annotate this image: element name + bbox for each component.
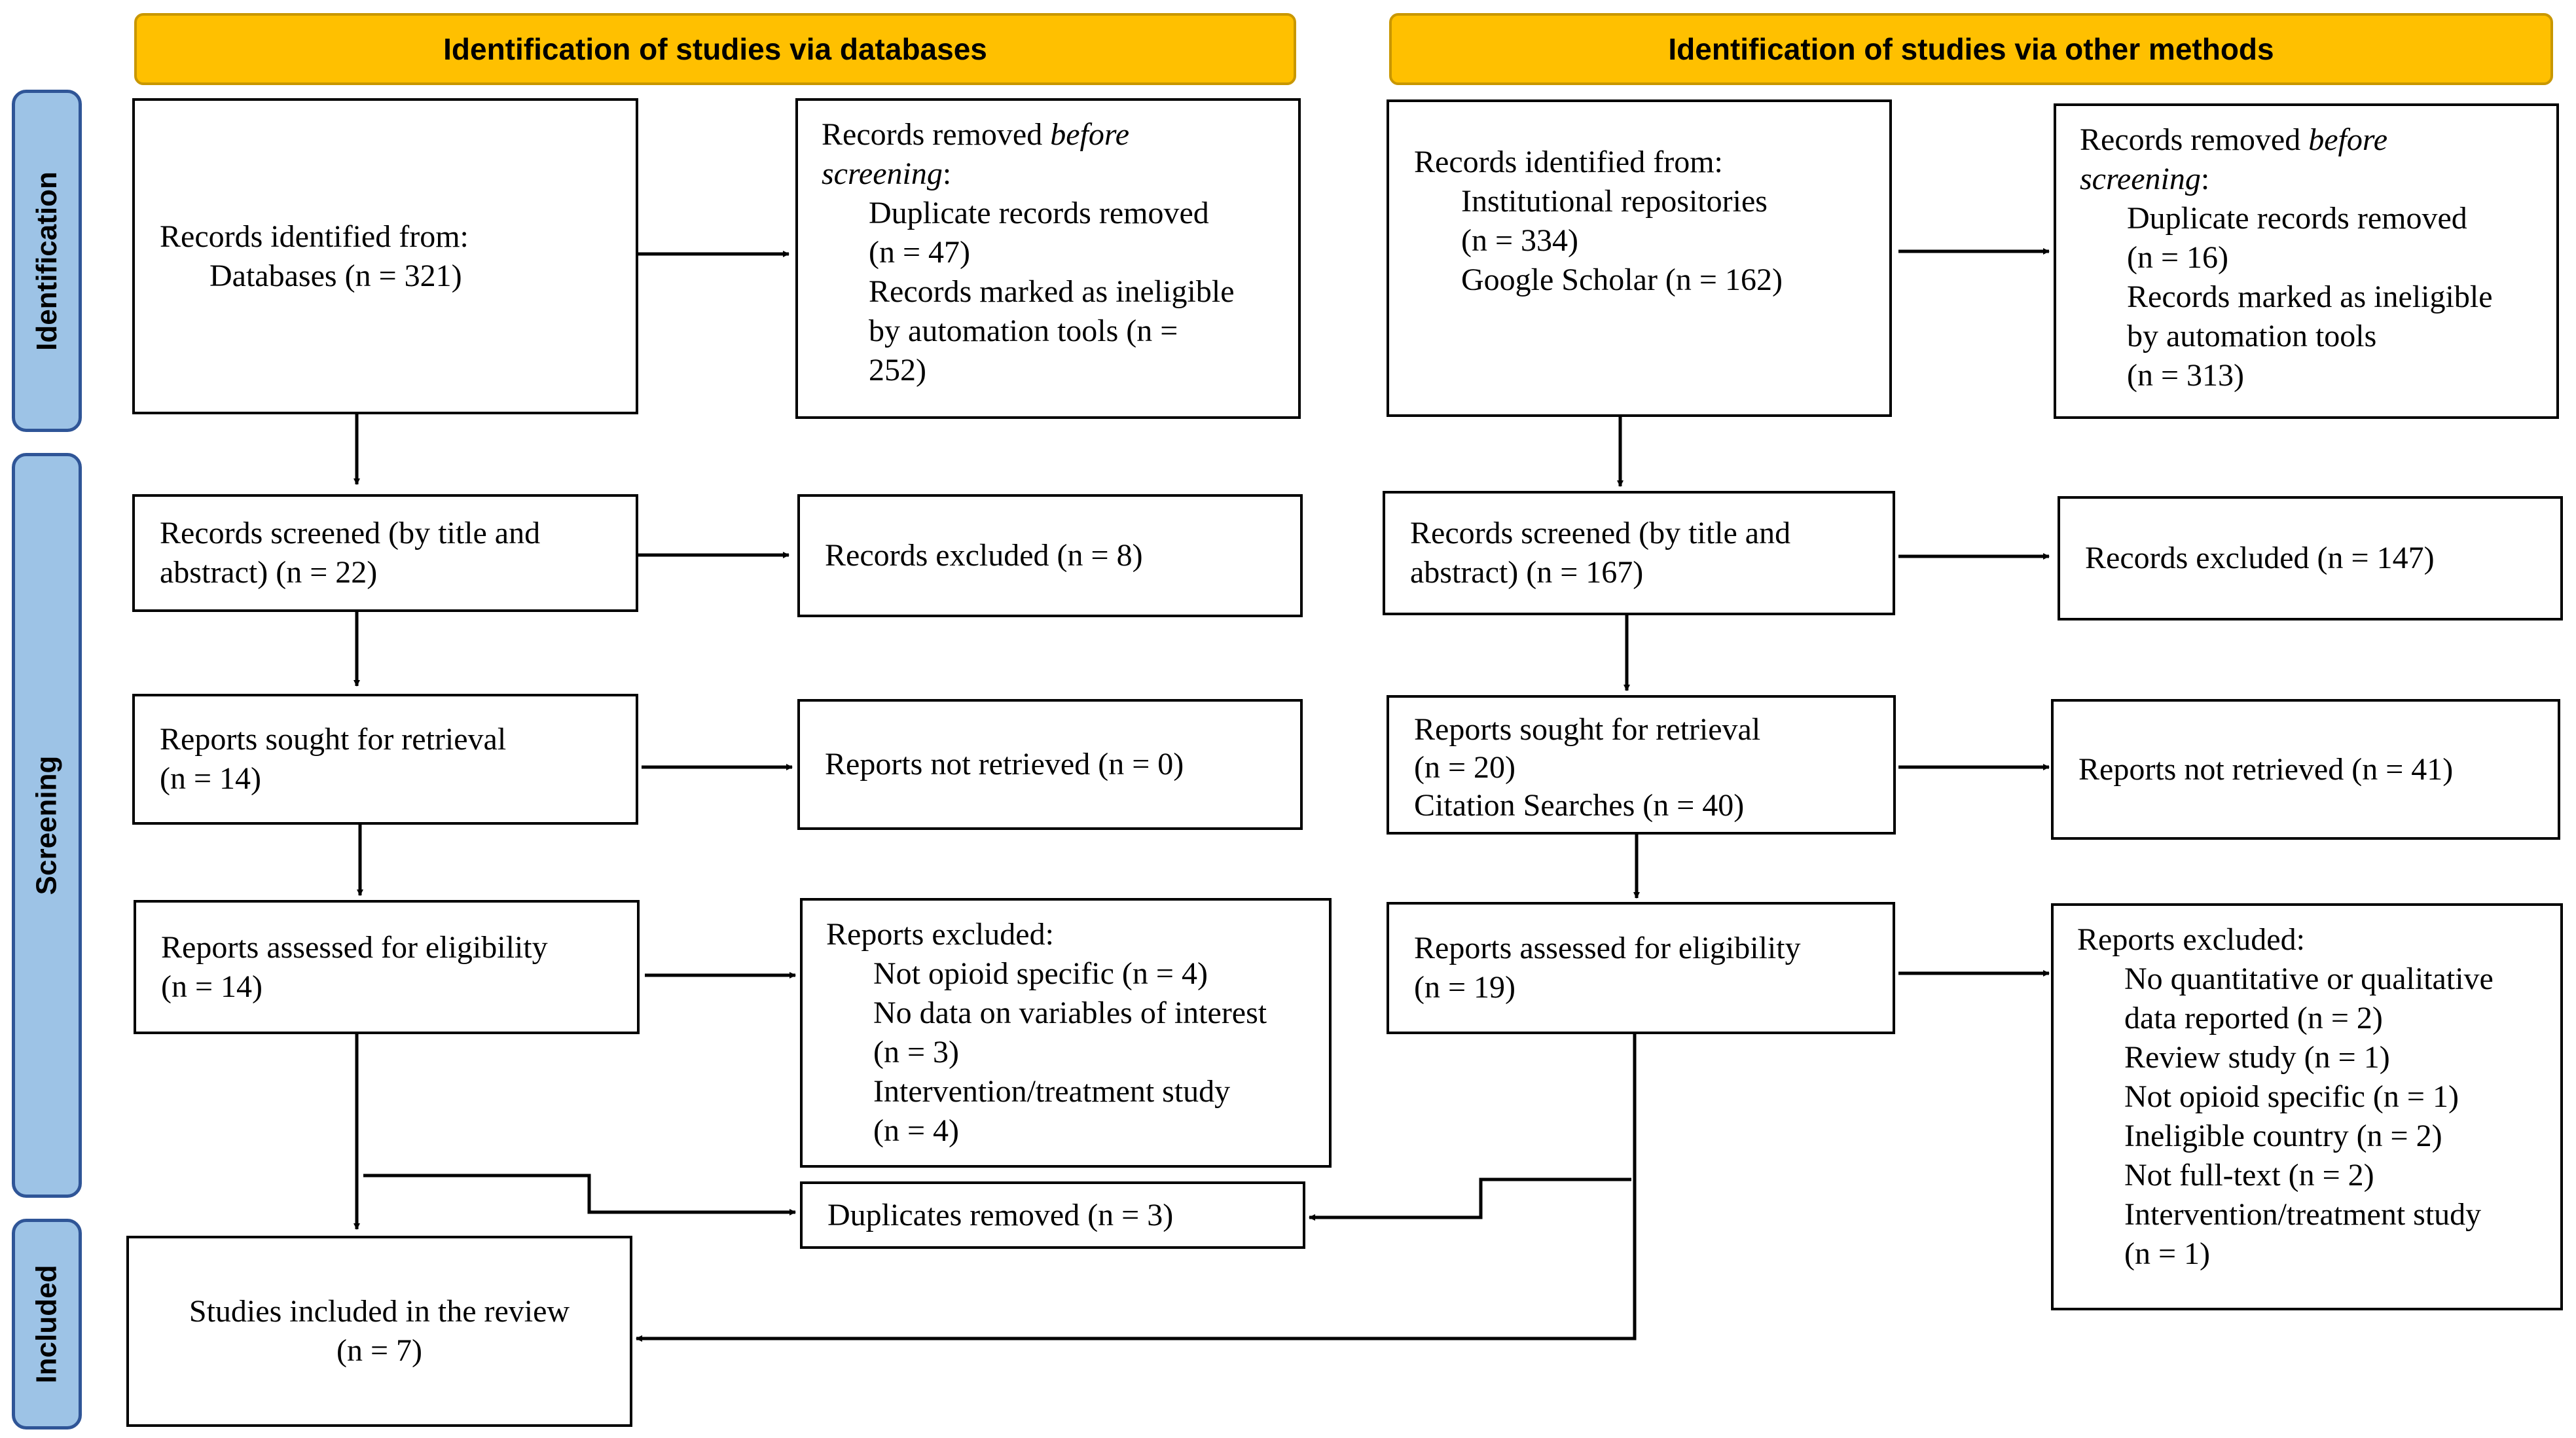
box-text: (n = 20) <box>1414 750 1516 785</box>
left-reports-sought: Reports sought for retrieval (n = 14) <box>132 694 638 825</box>
right-reports-excluded: Reports excluded: No quantitative or qua… <box>2051 903 2563 1310</box>
box-text: abstract) (n = 167) <box>1410 555 1644 590</box>
phase-screening-label: Screening <box>30 755 63 895</box>
box-text: (n = 4) <box>873 1113 960 1148</box>
arrow-right-to-duplicates <box>1309 1177 1631 1221</box>
box-text: (n = 19) <box>1414 970 1516 1005</box>
box-text: Records marked as ineligible <box>2127 279 2493 314</box>
box-text: (n = 16) <box>2127 240 2229 275</box>
box-text: Intervention/treatment study <box>2124 1197 2482 1232</box>
box-text: : <box>2200 162 2210 196</box>
box-text: screening: <box>2080 160 2533 199</box>
box-text: Records excluded (n = 147) <box>2085 541 2435 575</box>
header-other-label: Identification of studies via other meth… <box>1668 32 2274 66</box>
box-text: Reports sought for retrieval <box>1414 712 1761 747</box>
box-text: before <box>1050 117 1130 152</box>
box-text: Records screened (by title and <box>160 516 541 550</box>
box-text: No data on variables of interest <box>873 996 1267 1030</box>
box-text: by automation tools (n = <box>869 314 1178 348</box>
box-text: (n = 14) <box>161 969 263 1004</box>
arrow-right-to-included <box>636 1034 1637 1342</box>
box-text: Reports sought for retrieval <box>160 722 507 757</box>
box-text: Not opioid specific (n = 4) <box>873 956 1208 991</box>
left-records-identified: Records identified from: Databases (n = … <box>132 98 638 414</box>
box-text: Google Scholar (n = 162) <box>1461 262 1783 297</box>
box-text: Records excluded (n = 8) <box>825 538 1143 573</box>
box-text: Not opioid specific (n = 1) <box>2124 1079 2459 1114</box>
box-text: (n = 334) <box>1461 223 1579 258</box>
box-text: Reports excluded: <box>826 917 1054 952</box>
left-reports-assessed: Reports assessed for eligibility (n = 14… <box>134 900 640 1034</box>
box-text: Review study (n = 1) <box>2124 1040 2390 1075</box>
phase-identification: Identification <box>12 90 82 432</box>
left-records-removed-before-screening: Records removed before screening: Duplic… <box>795 98 1301 419</box>
box-text: Databases (n = 321) <box>209 258 462 293</box>
box-text: Reports excluded: <box>2077 922 2305 957</box>
box-text: Records marked as ineligible <box>869 274 1235 309</box>
box-text: Institutional repositories <box>1461 184 1768 219</box>
box-text: Citation Searches (n = 40) <box>1414 788 1745 823</box>
left-reports-not-retrieved: Reports not retrieved (n = 0) <box>797 699 1303 830</box>
box-text: Ineligible country (n = 2) <box>2124 1119 2442 1153</box>
box-text: abstract) (n = 22) <box>160 555 378 590</box>
right-records-excluded: Records excluded (n = 147) <box>2058 496 2563 620</box>
box-text: (n = 47) <box>869 235 971 270</box>
box-text: Records removed before <box>2080 120 2533 160</box>
left-reports-excluded: Reports excluded: Not opioid specific (n… <box>800 898 1332 1168</box>
phase-included: Included <box>12 1219 82 1429</box>
box-text: Intervention/treatment study <box>873 1074 1231 1109</box>
box-text: : <box>942 156 952 191</box>
duplicates-removed: Duplicates removed (n = 3) <box>800 1181 1305 1249</box>
right-reports-assessed: Reports assessed for eligibility (n = 19… <box>1387 902 1895 1034</box>
box-text: by automation tools <box>2127 319 2377 353</box>
left-records-screened: Records screened (by title and abstract)… <box>132 494 638 612</box>
header-databases: Identification of studies via databases <box>134 13 1296 85</box>
box-text: screening <box>822 156 943 191</box>
box-text: before <box>2308 122 2388 157</box>
box-text: Reports assessed for eligibility <box>161 929 548 965</box>
right-records-screened: Records screened (by title and abstract)… <box>1383 491 1895 615</box>
phase-included-label: Included <box>30 1265 63 1384</box>
box-text: (n = 7) <box>336 1333 423 1368</box>
box-text: 252) <box>869 353 926 387</box>
arrow-left-to-duplicates <box>363 1174 796 1215</box>
right-reports-sought: Reports sought for retrieval (n = 20) Ci… <box>1387 695 1896 835</box>
box-text: data reported (n = 2) <box>2124 1001 2383 1035</box>
box-text: screening: <box>822 154 1275 194</box>
studies-included: Studies included in the review (n = 7) <box>126 1236 632 1427</box>
box-text: Duplicate records removed <box>869 196 1209 230</box>
box-text: Records identified from: <box>160 219 469 254</box>
box-text: Reports not retrieved (n = 41) <box>2078 751 2454 787</box>
phase-screening: Screening <box>12 453 82 1198</box>
box-text: (n = 14) <box>160 761 262 796</box>
box-text: Duplicate records removed <box>2127 201 2467 236</box>
right-reports-not-retrieved: Reports not retrieved (n = 41) <box>2051 699 2560 840</box>
box-text: Studies included in the review <box>189 1294 570 1329</box>
box-text: Records removed <box>2080 122 2309 157</box>
left-records-excluded: Records excluded (n = 8) <box>797 494 1303 617</box>
box-text: (n = 3) <box>873 1035 960 1070</box>
box-text: Records removed before <box>822 115 1275 154</box>
phase-identification-label: Identification <box>30 171 63 351</box>
header-other-methods: Identification of studies via other meth… <box>1389 13 2553 85</box>
box-text: Reports assessed for eligibility <box>1414 931 1801 965</box>
box-text: screening <box>2080 162 2201 196</box>
box-text: (n = 1) <box>2124 1236 2211 1271</box>
box-text: Records screened (by title and <box>1410 516 1791 550</box>
box-text: Duplicates removed (n = 3) <box>827 1197 1174 1232</box>
box-text: Not full-text (n = 2) <box>2124 1158 2374 1193</box>
box-text: (n = 313) <box>2127 358 2245 393</box>
box-text: Records removed <box>822 117 1051 152</box>
right-records-identified: Records identified from: Institutional r… <box>1387 99 1892 417</box>
header-databases-label: Identification of studies via databases <box>443 32 987 66</box>
right-records-removed-before-screening: Records removed before screening: Duplic… <box>2054 103 2559 419</box>
box-text: Records identified from: <box>1414 145 1723 179</box>
box-text: No quantitative or qualitative <box>2124 962 2494 996</box>
box-text: Reports not retrieved (n = 0) <box>825 747 1184 782</box>
